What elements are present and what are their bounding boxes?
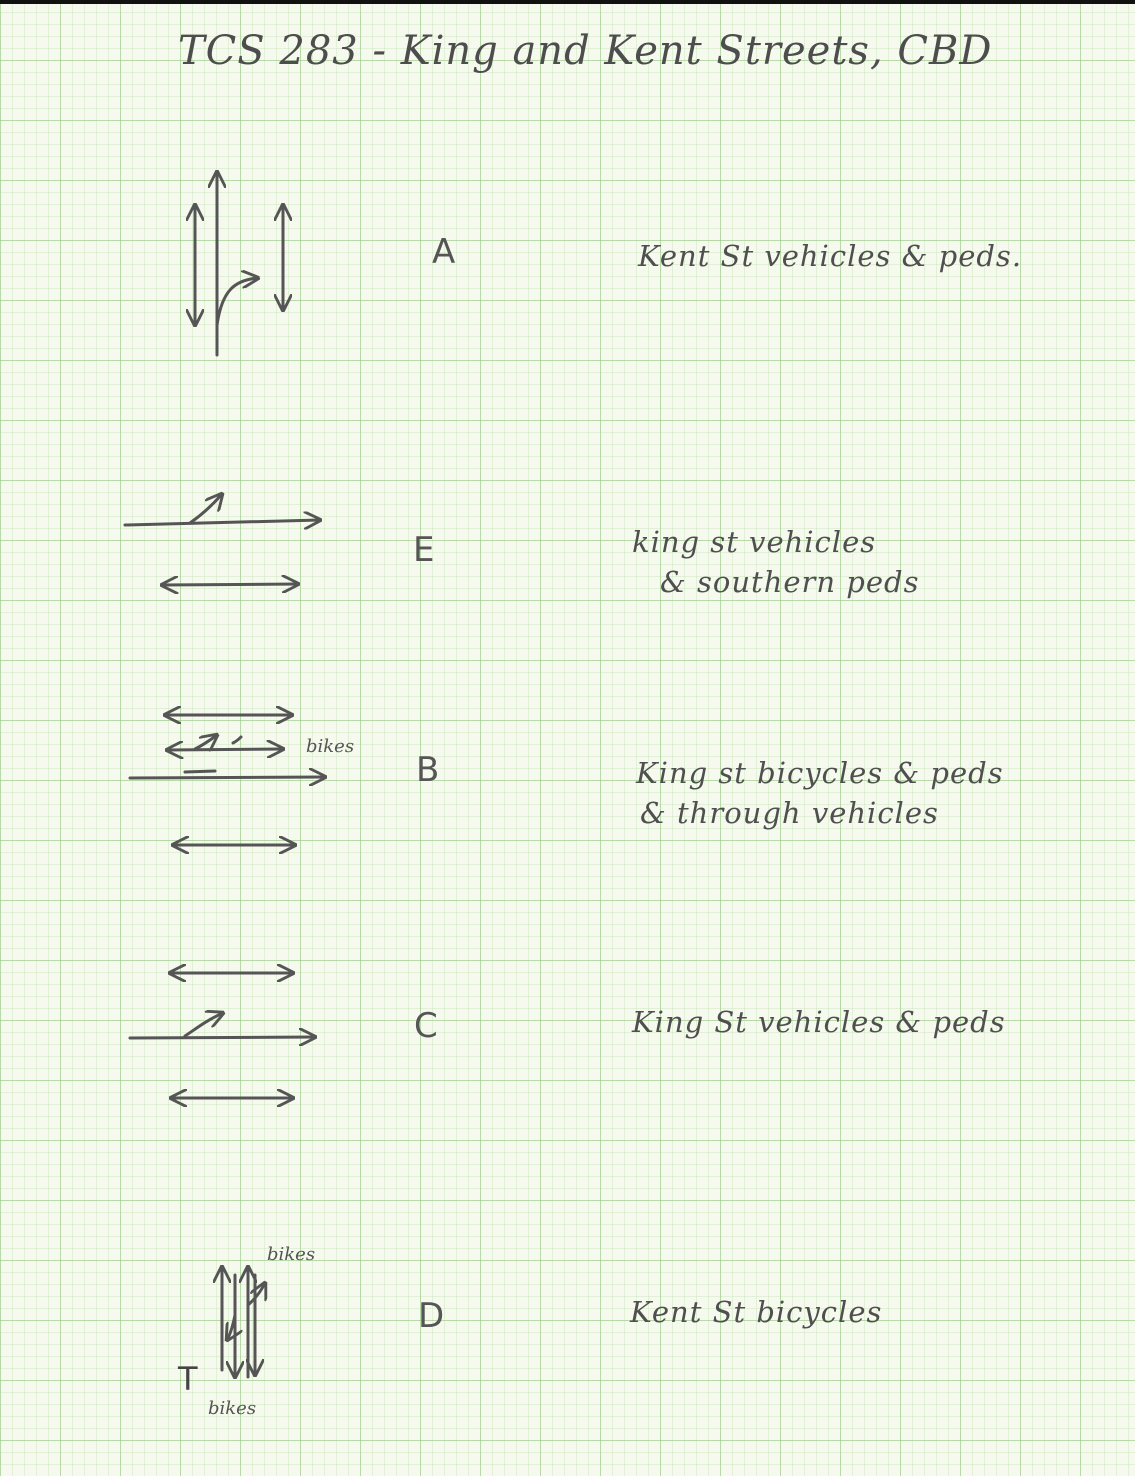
phase-letter: C xyxy=(414,1006,438,1046)
phase-description: King St vehicles & peds xyxy=(632,1002,1006,1042)
t-mark: T xyxy=(178,1360,198,1398)
phase-a-movement-diagram xyxy=(170,150,310,357)
phase-description: Kent St vehicles & peds. xyxy=(638,236,1022,276)
turn-arrow-icon xyxy=(246,1283,265,1307)
phase-d-movement-diagram xyxy=(195,1255,295,1395)
phase-description: Kent St bicycles xyxy=(630,1292,882,1332)
top-edge xyxy=(0,0,1135,4)
double-arrow-icon xyxy=(162,584,298,585)
turn-arrow-icon xyxy=(231,735,243,745)
description-line: King St vehicles & peds xyxy=(632,1005,1006,1039)
phase-description: King st bicycles & peds & through vehicl… xyxy=(636,753,1004,833)
arrow-icon xyxy=(128,1037,315,1038)
turn-arrow-icon xyxy=(227,1313,235,1340)
phase-letter: E xyxy=(413,530,435,570)
turn-arrow-icon xyxy=(215,278,258,327)
turn-arrow-icon xyxy=(183,1013,223,1038)
description-line: & through vehicles xyxy=(640,796,939,830)
phase-letter: A xyxy=(432,232,456,272)
turn-arrow-icon xyxy=(193,735,217,749)
bikes-label: bikes xyxy=(267,1244,316,1265)
double-arrow-icon xyxy=(167,749,283,750)
description-line: King st bicycles & peds xyxy=(636,756,1004,790)
page-title: TCS 283 - King and Kent Streets, CBD xyxy=(178,28,993,74)
description-line: Kent St vehicles & peds. xyxy=(638,239,1023,273)
description-line: Kent St bicycles xyxy=(630,1295,883,1329)
phase-letter: D xyxy=(418,1296,445,1336)
phase-description: king st vehicles & southern peds xyxy=(632,522,919,602)
arrow-icon xyxy=(123,520,320,525)
phase-b-movement-diagram xyxy=(128,695,345,865)
description-line: king st vehicles xyxy=(632,525,877,559)
arrow-icon xyxy=(128,777,325,778)
bikes-label: bikes xyxy=(208,1398,257,1419)
phase-letter: B xyxy=(416,750,440,790)
phase-e-movement-diagram xyxy=(123,480,340,600)
description-line: & southern peds xyxy=(660,565,920,599)
phase-c-movement-diagram xyxy=(128,950,345,1120)
turn-arrow-icon xyxy=(188,494,222,525)
bikes-label: bikes xyxy=(306,736,355,757)
